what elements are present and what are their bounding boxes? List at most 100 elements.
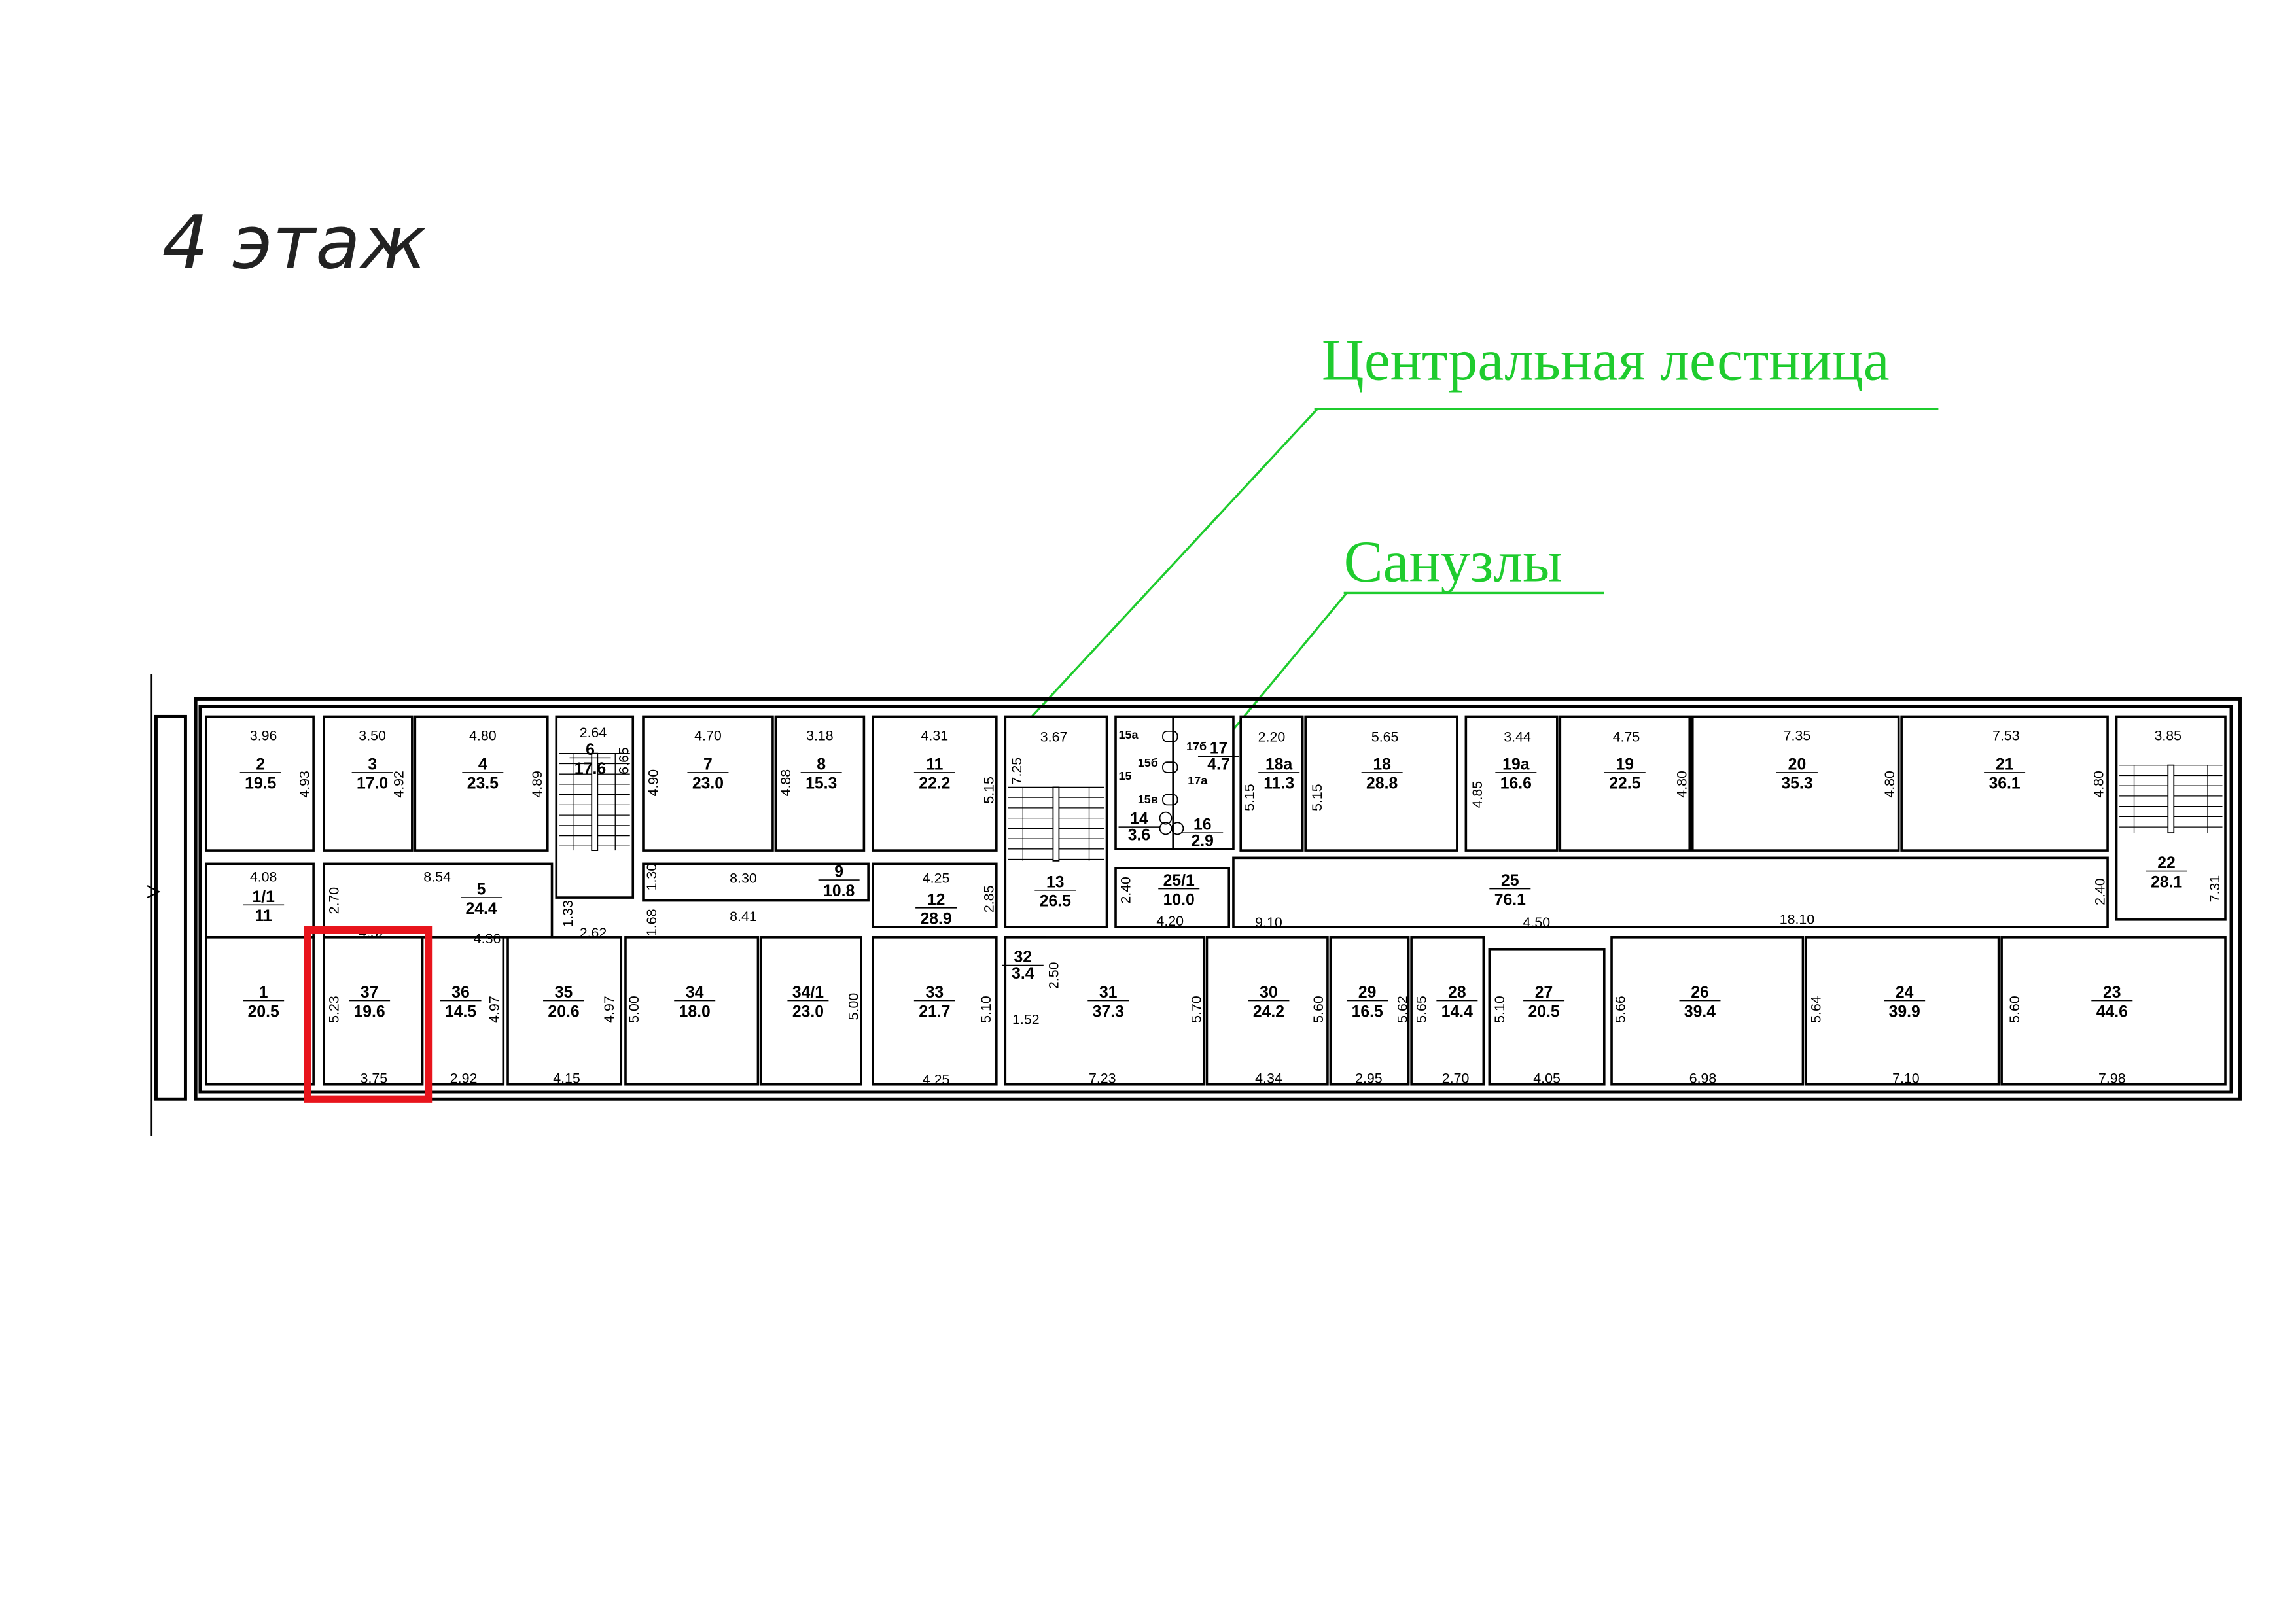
toilet-sublabel: 17a bbox=[1188, 774, 1208, 787]
room-area: 10.8 bbox=[823, 882, 855, 900]
dimension-label: 4.08 bbox=[250, 869, 277, 884]
room-number: 22 bbox=[2157, 854, 2176, 872]
room-34-1[interactable] bbox=[760, 936, 862, 1086]
room-label-2: 219.5 bbox=[239, 756, 281, 793]
room-19a[interactable] bbox=[1464, 715, 1559, 852]
room-label-1-1: 1/111 bbox=[243, 888, 285, 925]
dimension-label: 7.35 bbox=[1784, 727, 1811, 743]
room-4[interactable] bbox=[414, 715, 549, 852]
dimension-label: 2.70 bbox=[326, 887, 342, 915]
dimension-label: 8.41 bbox=[730, 909, 757, 924]
room-label-17: 174.7 bbox=[1197, 740, 1239, 773]
dimension-label: 5.60 bbox=[2007, 996, 2022, 1023]
room-area: 3.4 bbox=[1012, 965, 1034, 983]
room-number: 28 bbox=[1448, 984, 1466, 1002]
dimension-label: 3.50 bbox=[359, 727, 386, 743]
room-number: 18a bbox=[1265, 756, 1293, 773]
staircase-icon bbox=[1008, 786, 1104, 862]
room-number: 25 bbox=[1501, 872, 1519, 890]
room-24[interactable] bbox=[1805, 936, 2000, 1086]
room-number: 6 bbox=[586, 741, 595, 759]
room-area: 26.5 bbox=[1040, 893, 1071, 911]
highlighted-room-frame[interactable] bbox=[304, 926, 433, 1103]
room-label-32: 323.4 bbox=[1002, 949, 1044, 983]
central-stair-annotation: Центральная лестница bbox=[1013, 328, 1939, 737]
room-33[interactable] bbox=[872, 936, 998, 1086]
dimension-label: 4.31 bbox=[921, 727, 949, 743]
dimension-label: 7.98 bbox=[2098, 1070, 2126, 1086]
room-11[interactable] bbox=[872, 715, 998, 852]
dimension-label: 5.65 bbox=[1371, 729, 1399, 745]
room-23[interactable] bbox=[2000, 936, 2227, 1086]
dimension-label: 5.00 bbox=[626, 996, 642, 1023]
stairs-layer bbox=[559, 752, 2223, 862]
room-30[interactable] bbox=[1205, 936, 1329, 1086]
toilet-sublabel: 15 bbox=[1119, 769, 1132, 782]
room-number: 21 bbox=[1996, 756, 2014, 773]
room-number: 18 bbox=[1373, 756, 1391, 773]
room-18[interactable] bbox=[1304, 715, 1458, 852]
room-34[interactable] bbox=[624, 936, 760, 1086]
room-label-34-1: 34/123.0 bbox=[787, 984, 829, 1021]
room-3[interactable] bbox=[323, 715, 414, 852]
room-27[interactable] bbox=[1488, 948, 1606, 1086]
room-area: 2.9 bbox=[1192, 832, 1214, 850]
room-20[interactable] bbox=[1691, 715, 1900, 852]
room-29[interactable] bbox=[1329, 936, 1410, 1086]
room-37[interactable] bbox=[323, 936, 424, 1086]
room-number: 14 bbox=[1130, 811, 1148, 828]
room-9[interactable] bbox=[642, 862, 870, 902]
room-number: 36 bbox=[451, 984, 470, 1002]
room-18a[interactable] bbox=[1239, 715, 1304, 852]
room-area: 16.6 bbox=[1500, 775, 1532, 793]
room-area: 15.3 bbox=[805, 775, 837, 793]
room-number: 24 bbox=[1896, 984, 1914, 1002]
room-7[interactable] bbox=[642, 715, 774, 852]
room-number: 27 bbox=[1535, 984, 1553, 1002]
room-number: 34 bbox=[686, 984, 704, 1002]
room-label-6: 617.6 bbox=[569, 741, 611, 778]
room-label-14: 143.6 bbox=[1118, 811, 1160, 844]
room-25-1[interactable] bbox=[1114, 867, 1231, 928]
room-21[interactable] bbox=[1900, 715, 2109, 852]
room-26[interactable] bbox=[1610, 936, 1805, 1086]
room-label-25-1: 25/110.0 bbox=[1158, 872, 1200, 909]
room-28[interactable] bbox=[1410, 936, 1485, 1086]
dimension-label: 7.53 bbox=[1992, 727, 2020, 743]
dimension-label: 5.15 bbox=[981, 777, 997, 804]
room-35[interactable] bbox=[506, 936, 623, 1086]
room-2[interactable] bbox=[205, 715, 315, 852]
room-number: 1 bbox=[259, 984, 268, 1002]
dimension-label: 2.50 bbox=[1046, 962, 1061, 989]
dimension-label: 3.96 bbox=[250, 727, 277, 743]
room-36[interactable] bbox=[425, 936, 505, 1086]
dimension-label: 3.75 bbox=[361, 1070, 388, 1086]
room-31[interactable] bbox=[1004, 936, 1205, 1086]
room-area: 37.3 bbox=[1093, 1003, 1124, 1021]
room-label-3: 317.0 bbox=[351, 756, 393, 793]
dimension-label: 4.97 bbox=[487, 996, 503, 1023]
room-12[interactable] bbox=[872, 862, 998, 928]
room-area: 11.3 bbox=[1263, 775, 1294, 793]
dimension-label: 5.60 bbox=[1311, 996, 1326, 1023]
room-1-1[interactable] bbox=[205, 862, 315, 939]
dimension-label: 5.70 bbox=[1188, 996, 1204, 1023]
dimension-label: 4.75 bbox=[1613, 729, 1640, 745]
dimension-label: 2.85 bbox=[981, 886, 997, 913]
room-8[interactable] bbox=[774, 715, 866, 852]
toilet-fixture-icon bbox=[1162, 731, 1178, 742]
room-label-18a: 18a 11.3 bbox=[1258, 756, 1300, 793]
dimension-label: 5.62 bbox=[1394, 996, 1410, 1023]
room-19[interactable] bbox=[1559, 715, 1691, 852]
dimension-label: 8.54 bbox=[423, 869, 451, 884]
room-number: 16 bbox=[1193, 816, 1212, 834]
room-1[interactable] bbox=[205, 936, 315, 1086]
room-number: 20 bbox=[1788, 756, 1807, 773]
room-label-5: 524.4 bbox=[461, 881, 503, 918]
room-25[interactable] bbox=[1232, 856, 2109, 928]
